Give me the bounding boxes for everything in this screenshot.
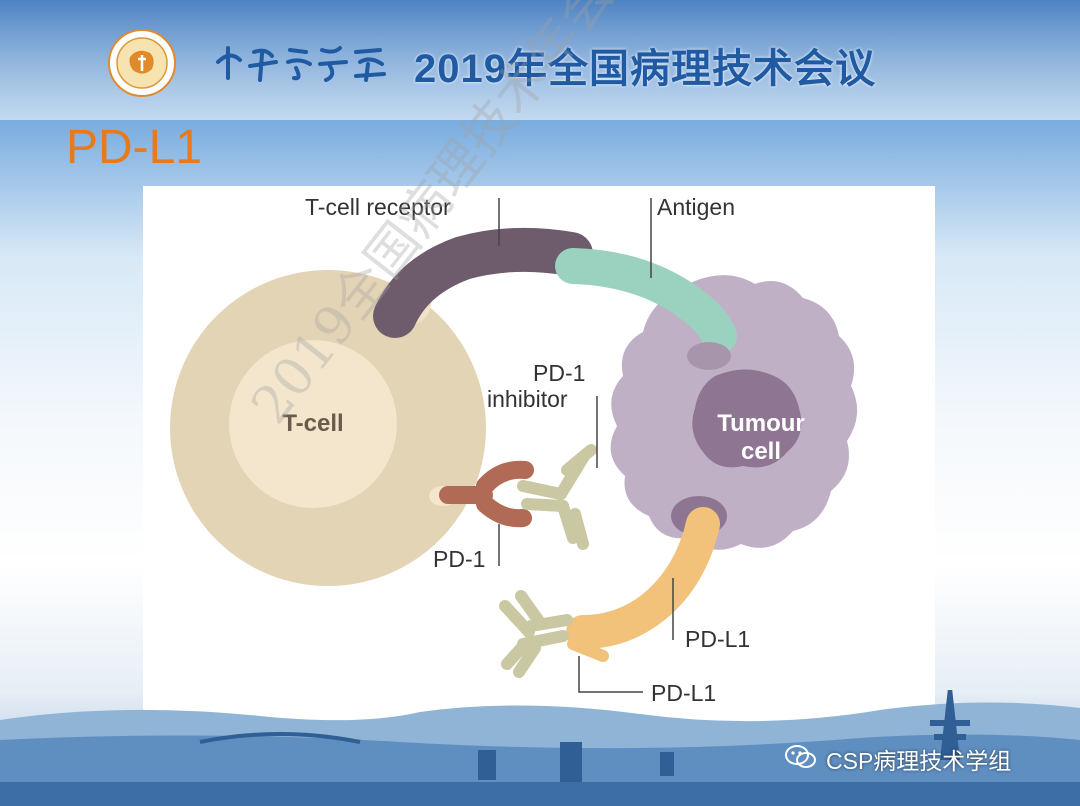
wechat-icon [785, 745, 816, 768]
label-tumour-line1: Tumour [717, 410, 805, 437]
watermark-credit: CSP病理技术学组 [786, 742, 1011, 776]
label-pd-l1-right: PD-L1 [685, 626, 751, 652]
society-logo [108, 29, 176, 97]
diagram-graphic [170, 198, 858, 693]
conference-title: 2019年全国病理技术会议 [414, 47, 876, 91]
antigen [555, 248, 737, 354]
label-pd-1-inhibitor-line1: PD-1 [533, 360, 586, 386]
label-tumour-cell: Tumour cell [711, 410, 811, 465]
label-t-cell-receptor: T-cell receptor [305, 194, 451, 220]
tumour-cell-nucleus [692, 369, 802, 468]
label-antigen: Antigen [657, 194, 736, 220]
watermark-credit-text: CSP病理技术学组 [826, 748, 1012, 774]
lake-scenery [0, 690, 1080, 806]
label-t-cell: T-cell [282, 410, 344, 437]
pd-l1-diagram: T-cell receptor Antigen PD-1 inhibitor P… [143, 186, 935, 722]
pd-1-inhibitor-antibody [517, 444, 597, 550]
t-cell-receptor [373, 227, 593, 338]
label-pd-1: PD-1 [433, 546, 486, 572]
society-calligraphy-logo [216, 46, 386, 82]
slide-title: PD-L1 [66, 121, 203, 174]
pd-1-receptor-arms [476, 460, 534, 528]
label-pd-1-inhibitor-line2: inhibitor [487, 386, 568, 412]
header-sky-band [0, 0, 1080, 120]
leader-lines [498, 198, 674, 693]
pd-l1-ligand [566, 507, 720, 649]
t-cell-nucleus [229, 340, 397, 508]
pd-l1-antibody [499, 590, 573, 678]
label-pd-l1-bottom: PD-L1 [651, 680, 717, 706]
label-tumour-line2: cell [740, 437, 782, 465]
